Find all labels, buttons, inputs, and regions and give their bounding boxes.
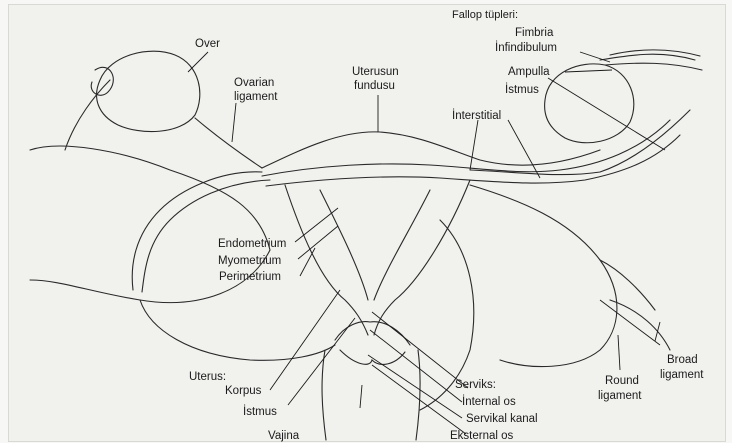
uterine-cavity [320,190,430,300]
label-istmus-uterus: İstmus [243,406,277,418]
right-fallopian-tube [262,120,670,176]
label-endometrium: Endometrium [218,238,286,250]
label-myometrium: Myometrium [218,255,281,267]
right-broad-ligament [470,185,617,367]
label-uterusun-line1: Uterusun [352,66,399,78]
label-broad-line2: ligament [660,369,703,381]
label-servikal-kanal: Servikal kanal [466,413,538,425]
label-fallop-tupleri: Fallop tüpleri: [452,9,518,21]
label-uterusun-line2: fundusu [354,80,395,92]
uterus-body [285,180,470,335]
fimbria [600,50,702,70]
label-ovarian-line2: ligament [234,91,277,103]
label-round-line2: ligament [598,390,641,402]
label-infindibulum: İnfindibulum [495,42,557,54]
label-korpus: Korpus [225,385,261,397]
label-ovarian-line1: Ovarian [234,77,274,89]
vagina [322,350,420,440]
label-istmus-tube: İstmus [505,84,539,96]
label-ampulla: Ampulla [508,66,550,78]
left-ovary [97,51,200,131]
label-round-line1: Round [605,375,639,387]
label-over: Over [195,38,220,50]
label-vajina: Vajina [268,430,299,442]
label-uterus: Uterus: [189,371,226,383]
label-perimetrium: Perimetrium [219,271,281,283]
label-interstitial: İnterstitial [452,110,501,122]
label-fimbria: Fimbria [515,27,553,39]
uterine-fundus [262,132,600,168]
label-internal-os: İnternal os [462,396,516,408]
label-eksternal-os: Eksternal os [450,430,513,442]
label-broad-line1: Broad [667,354,698,366]
label-serviks: Serviks: [455,379,496,391]
ovarian-ligament [195,118,262,168]
